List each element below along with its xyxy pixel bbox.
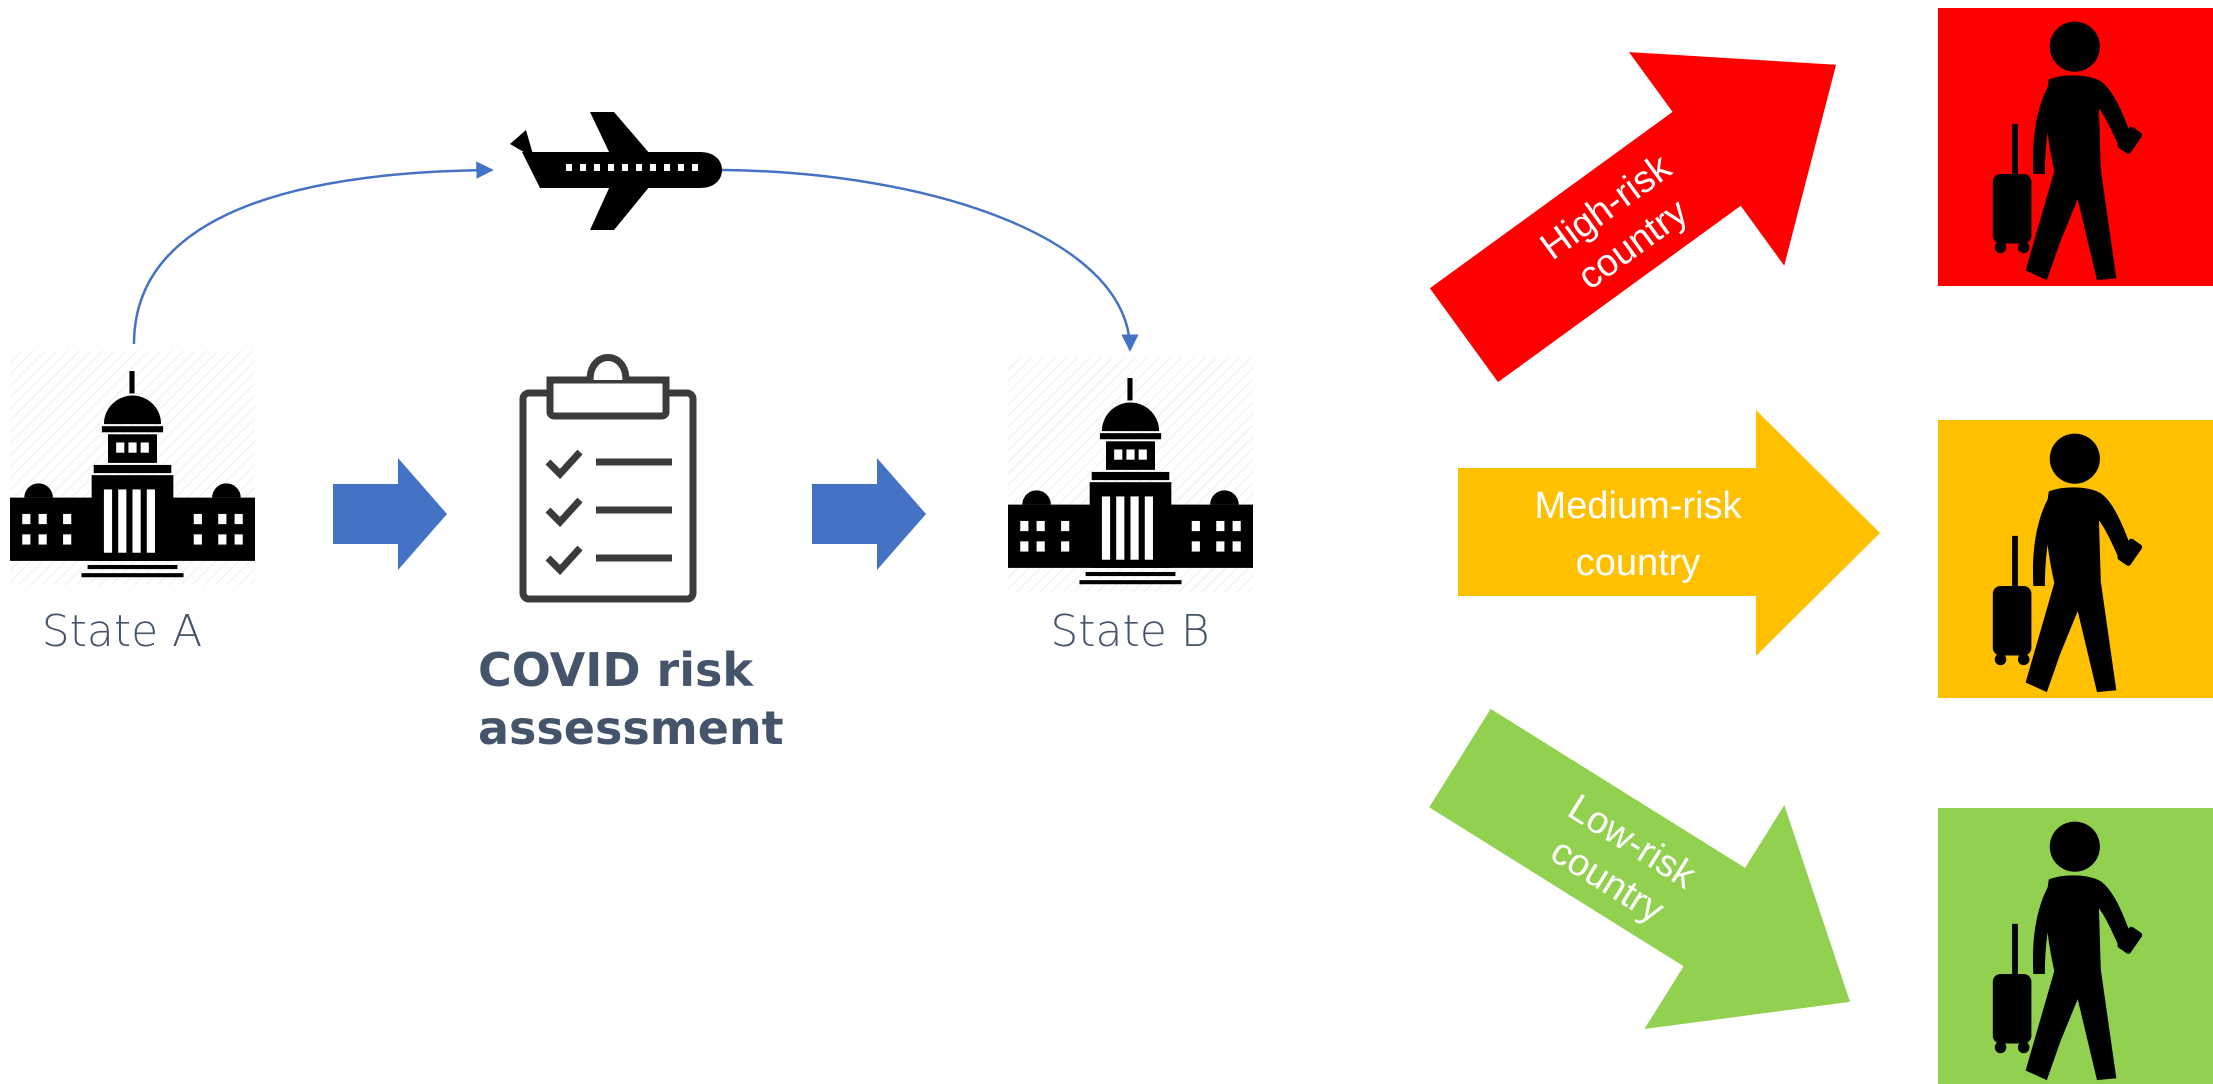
flow-arrow-2 <box>812 458 926 570</box>
medium-risk-arrow: Medium-risk country <box>1458 410 1880 656</box>
state-b-building-icon <box>1008 357 1253 593</box>
medium-risk-label-line2: country <box>1576 542 1701 584</box>
high-risk-arrow: High-risk country <box>1429 52 1837 383</box>
medium-risk-arrow-shape <box>1458 410 1880 656</box>
flight-path-inbound <box>721 168 1139 352</box>
high-risk-traveler-box <box>1938 8 2213 286</box>
medium-risk-traveler-box <box>1938 420 2213 698</box>
medium-risk-label-line1: Medium-risk <box>1535 485 1743 527</box>
state-a-label: State A <box>42 606 203 657</box>
risk-categories: High-risk country Medium-risk country Lo… <box>1429 8 2213 1084</box>
clipboard-checklist-icon <box>519 354 697 603</box>
travel-flow: State A COVID risk assessment State B <box>10 112 1253 755</box>
low-risk-traveler-box <box>1938 808 2213 1084</box>
high-risk-arrow-shape <box>1429 52 1837 383</box>
covid-risk-label-line2: assessment <box>478 701 784 755</box>
airplane-icon <box>510 112 722 230</box>
low-risk-arrow-shape <box>1429 708 1851 1030</box>
flight-path-outbound <box>132 161 494 345</box>
state-b-label: State B <box>1050 606 1209 657</box>
low-risk-arrow: Low-risk country <box>1429 708 1851 1030</box>
covid-risk-label-line1: COVID risk <box>478 643 754 697</box>
state-a-building-icon <box>10 350 255 586</box>
flow-arrow-1 <box>333 458 447 570</box>
